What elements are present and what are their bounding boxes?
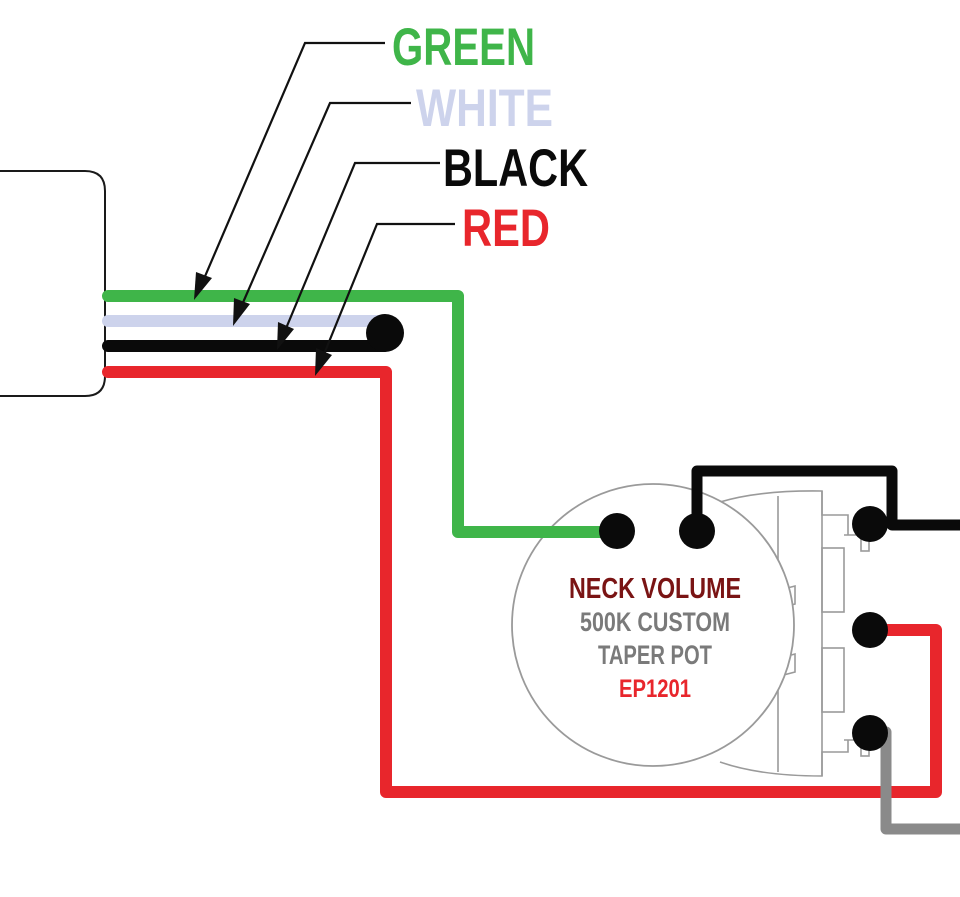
white-label: WHITE [416, 79, 553, 138]
red-wire [102, 366, 942, 798]
red-label: RED [462, 199, 550, 258]
pot-part-number: EP1201 [619, 675, 691, 703]
pot-lug-1 [852, 506, 888, 542]
green-arrowhead [194, 272, 212, 300]
black-arrowhead [277, 322, 294, 350]
green-leader-line [198, 41, 385, 289]
pot-face [511, 483, 795, 767]
black-wire [102, 327, 390, 352]
pot-lug-2 [852, 612, 888, 648]
white-leader-line [236, 101, 411, 315]
pot-lug-ground [679, 513, 715, 549]
pot-lug-green [599, 513, 635, 549]
black-label: BLACK [443, 139, 588, 198]
pot-lug-3 [852, 715, 888, 751]
leader-arrowheads [194, 272, 332, 376]
pot-spec-line-1: 500K CUSTOM [580, 607, 730, 637]
green-wire [102, 290, 624, 538]
red-arrowhead [315, 348, 332, 376]
pot-spec-line-2: TAPER POT [598, 640, 712, 670]
pot-ground-jumper-wire [691, 465, 960, 537]
gray-wire [864, 726, 960, 835]
white-arrowhead [233, 298, 250, 326]
black-leader-line [280, 161, 440, 339]
green-label: GREEN [392, 18, 535, 77]
leader-lines [198, 41, 455, 365]
white-black-solder-joint [366, 314, 404, 352]
red-leader-line [318, 222, 455, 365]
pickup-body [0, 170, 106, 397]
solder-points [366, 314, 888, 751]
pot-title: NECK VOLUME [569, 573, 741, 605]
